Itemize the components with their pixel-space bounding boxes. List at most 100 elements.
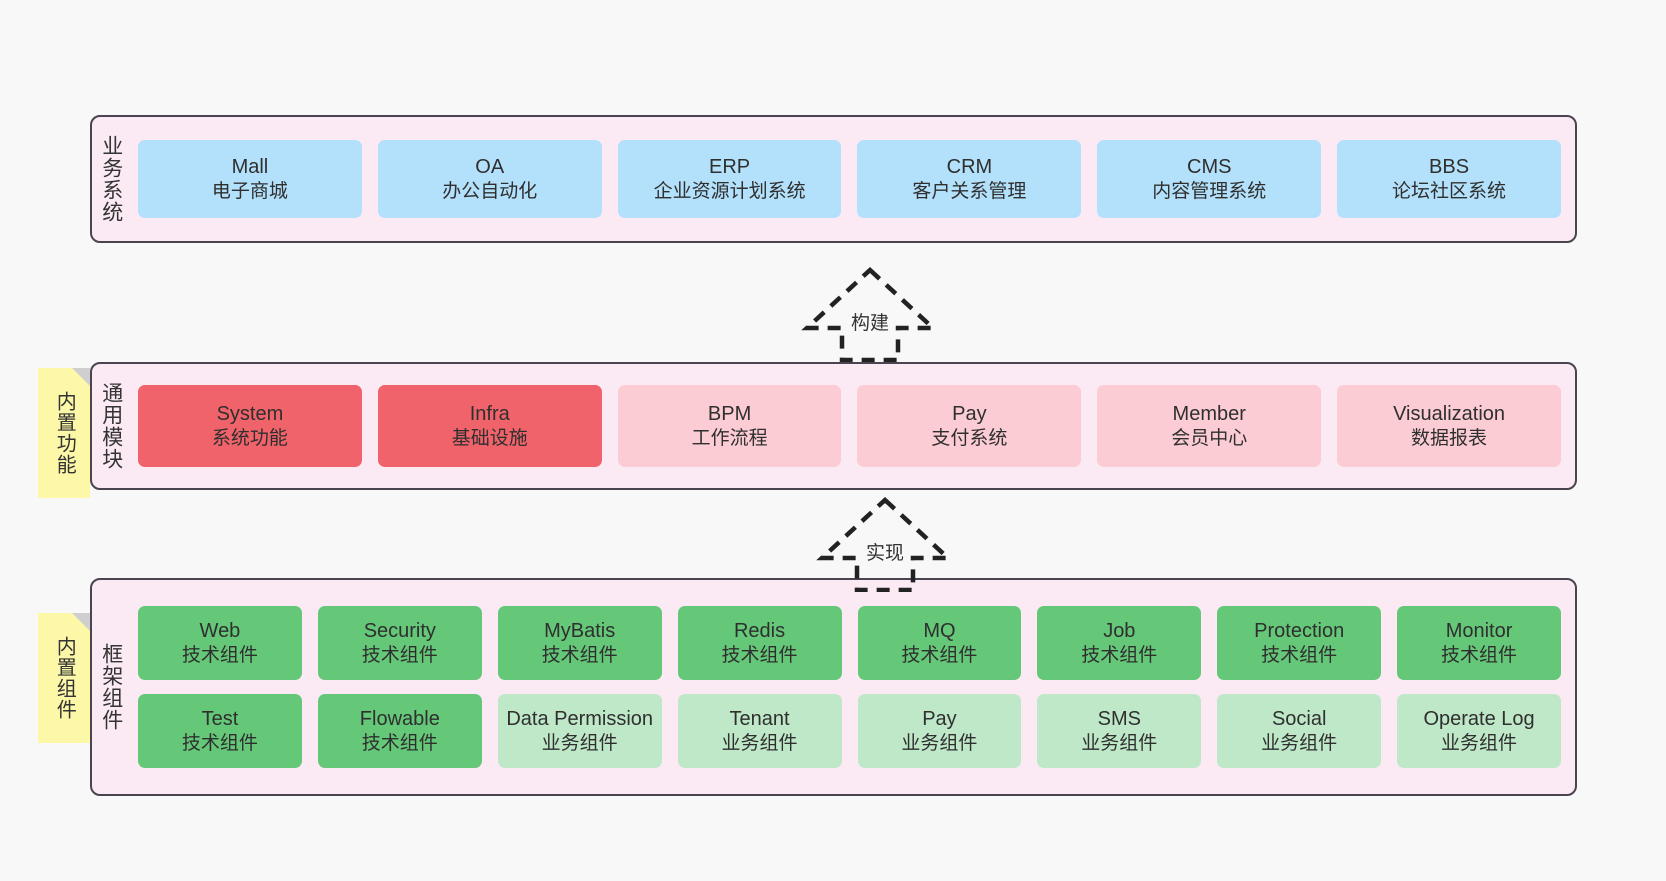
card-title-en: ERP [709, 156, 751, 179]
card-title-en: System [216, 403, 284, 426]
card-row: System 系统功能 Infra 基础设施 BPM 工作流程 Pay 支付系统… [138, 385, 1561, 467]
card-title-en: Visualization [1393, 403, 1506, 426]
layer-body-common-modules: System 系统功能 Infra 基础设施 BPM 工作流程 Pay 支付系统… [130, 364, 1575, 488]
card-title-cn: 技术组件 [721, 644, 798, 666]
card-job[interactable]: Job 技术组件 [1037, 606, 1202, 680]
card-mall[interactable]: Mall 电子商城 [138, 140, 362, 218]
card-row: Mall 电子商城 OA 办公自动化 ERP 企业资源计划系统 CRM 客户关系… [138, 140, 1561, 218]
card-protection[interactable]: Protection 技术组件 [1217, 606, 1382, 680]
connector-build: 构建 [795, 262, 945, 363]
layer-framework-components: 框架组件 Web 技术组件 Security 技术组件 MyBatis 技术组件… [90, 578, 1577, 796]
layer-title-business-systems: 业务系统 [99, 135, 123, 223]
layer-business-systems: 业务系统 Mall 电子商城 OA 办公自动化 ERP 企业资源计划系统 CRM… [90, 115, 1577, 243]
layer-body-framework-components: Web 技术组件 Security 技术组件 MyBatis 技术组件 Redi… [130, 580, 1575, 794]
card-pay[interactable]: Pay 支付系统 [857, 385, 1082, 467]
card-title-cn: 业务组件 [901, 732, 978, 754]
card-erp[interactable]: ERP 企业资源计划系统 [617, 140, 842, 218]
layer-common-modules: 通用模块 System 系统功能 Infra 基础设施 BPM 工作流程 Pay… [90, 362, 1577, 490]
card-title-cn: 技术组件 [541, 644, 618, 666]
card-title-cn: 支付系统 [931, 427, 1008, 449]
card-title-cn: 办公自动化 [442, 180, 538, 202]
card-title-cn: 技术组件 [361, 644, 438, 666]
card-title-en: Social [1271, 708, 1327, 731]
card-row-technical: Web 技术组件 Security 技术组件 MyBatis 技术组件 Redi… [138, 606, 1561, 680]
card-crm[interactable]: CRM 客户关系管理 [857, 140, 1082, 218]
card-sms[interactable]: SMS 业务组件 [1037, 694, 1202, 768]
card-title-en: Monitor [1445, 620, 1513, 643]
card-title-cn: 论坛社区系统 [1392, 180, 1507, 202]
card-title-cn: 技术组件 [181, 732, 258, 754]
note-builtin-components: 内置组件 [38, 613, 90, 743]
card-title-en: Member [1172, 403, 1246, 426]
card-web[interactable]: Web 技术组件 [138, 606, 302, 680]
card-visualization[interactable]: Visualization 数据报表 [1337, 385, 1561, 467]
note-builtin-features: 内置功能 [38, 368, 90, 498]
card-member[interactable]: Member 会员中心 [1097, 385, 1322, 467]
card-title-en: BPM [707, 403, 752, 426]
card-flowable[interactable]: Flowable 技术组件 [317, 694, 482, 768]
card-title-en: Pay [952, 403, 987, 426]
card-bbs[interactable]: BBS 论坛社区系统 [1337, 140, 1561, 218]
note-label: 内置功能 [53, 391, 76, 475]
card-tenant[interactable]: Tenant 业务组件 [677, 694, 842, 768]
card-title-en: Job [1103, 620, 1136, 643]
layer-title-common-modules: 通用模块 [99, 382, 123, 470]
card-title-cn: 业务组件 [1081, 732, 1158, 754]
card-title-en: Mall [231, 156, 269, 179]
card-title-cn: 系统功能 [211, 427, 288, 449]
card-mq[interactable]: MQ 技术组件 [857, 606, 1022, 680]
card-title-en: CRM [946, 156, 993, 179]
card-title-cn: 工作流程 [691, 427, 768, 449]
card-social[interactable]: Social 业务组件 [1217, 694, 1382, 768]
card-title-cn: 业务组件 [1261, 732, 1338, 754]
dashed-generalization-arrow-icon [801, 266, 939, 363]
card-title-cn: 客户关系管理 [912, 180, 1027, 202]
card-system[interactable]: System 系统功能 [138, 385, 362, 467]
card-title-cn: 技术组件 [1261, 644, 1338, 666]
card-cms[interactable]: CMS 内容管理系统 [1097, 140, 1322, 218]
card-redis[interactable]: Redis 技术组件 [677, 606, 842, 680]
card-title-en: OA [475, 156, 505, 179]
connector-implement: 实现 [810, 492, 960, 593]
note-fold-corner-icon [72, 368, 90, 386]
card-title-cn: 电子商城 [211, 180, 288, 202]
card-pay-business[interactable]: Pay 业务组件 [857, 694, 1022, 768]
card-monitor[interactable]: Monitor 技术组件 [1397, 606, 1561, 680]
card-security[interactable]: Security 技术组件 [317, 606, 482, 680]
card-title-en: Flowable [359, 708, 440, 731]
card-title-en: Security [363, 620, 436, 643]
card-bpm[interactable]: BPM 工作流程 [617, 385, 842, 467]
card-title-cn: 业务组件 [541, 732, 618, 754]
card-title-cn: 数据报表 [1411, 427, 1488, 449]
card-title-cn: 技术组件 [1441, 644, 1518, 666]
card-title-en: Operate Log [1423, 708, 1535, 731]
card-title-cn: 业务组件 [721, 732, 798, 754]
card-title-cn: 技术组件 [901, 644, 978, 666]
card-title-en: Tenant [729, 708, 790, 731]
card-title-en: MyBatis [544, 620, 616, 643]
card-title-cn: 技术组件 [1081, 644, 1158, 666]
card-test[interactable]: Test 技术组件 [138, 694, 302, 768]
card-title-en: Infra [469, 403, 510, 426]
card-title-en: CMS [1187, 156, 1232, 179]
card-title-cn: 企业资源计划系统 [653, 180, 806, 202]
card-title-en: MQ [923, 620, 956, 643]
card-title-cn: 内容管理系统 [1152, 180, 1267, 202]
card-data-permission[interactable]: Data Permission 业务组件 [497, 694, 662, 768]
card-title-cn: 技术组件 [361, 732, 438, 754]
card-title-cn: 基础设施 [451, 427, 528, 449]
card-infra[interactable]: Infra 基础设施 [377, 385, 602, 467]
card-title-en: Test [201, 708, 239, 731]
card-oa[interactable]: OA 办公自动化 [377, 140, 602, 218]
card-title-en: BBS [1429, 156, 1470, 179]
card-title-en: Protection [1254, 620, 1345, 643]
dashed-generalization-arrow-icon [816, 496, 954, 593]
card-mybatis[interactable]: MyBatis 技术组件 [497, 606, 662, 680]
card-title-en: Data Permission [506, 708, 654, 731]
card-title-cn: 业务组件 [1441, 732, 1518, 754]
card-operate-log[interactable]: Operate Log 业务组件 [1397, 694, 1561, 768]
note-fold-corner-icon [72, 613, 90, 631]
card-title-en: Redis [733, 620, 786, 643]
card-title-cn: 技术组件 [181, 644, 258, 666]
